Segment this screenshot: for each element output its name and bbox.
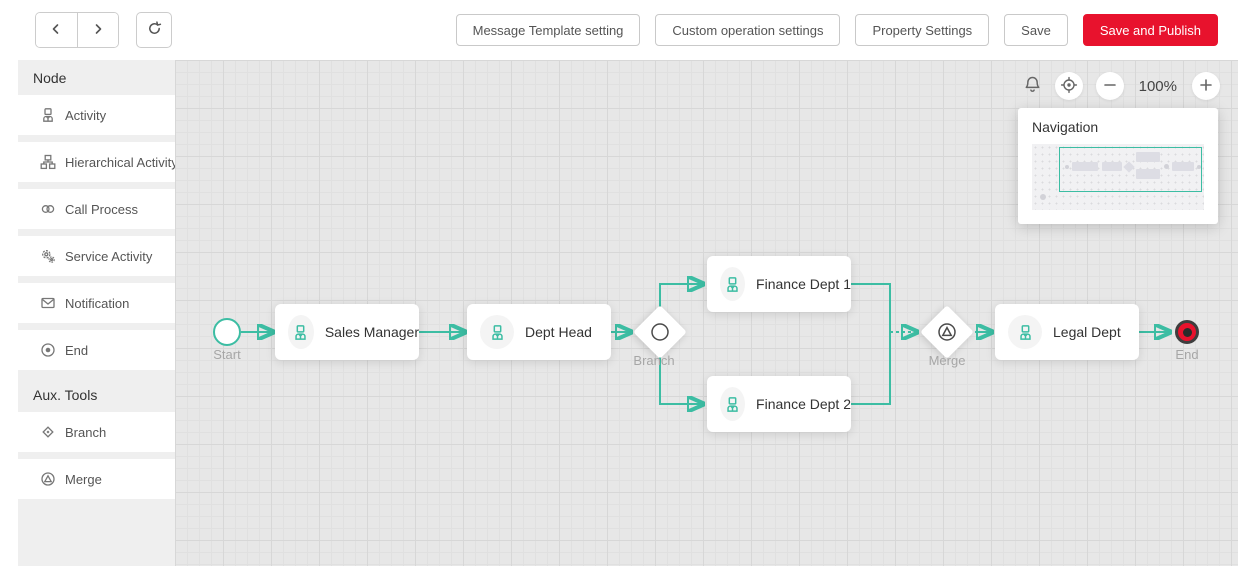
navigation-panel: Navigation (1018, 108, 1218, 224)
chevron-right-icon (90, 21, 106, 40)
custom-operation-settings-button[interactable]: Custom operation settings (655, 14, 841, 46)
palette-item-label: Activity (65, 107, 107, 123)
minimap-node (1136, 152, 1160, 162)
save-and-publish-button[interactable]: Save and Publish (1082, 14, 1218, 46)
node-end-label: End (1175, 347, 1199, 362)
node-start-label: Start (213, 347, 241, 362)
minimap-node (1102, 162, 1122, 171)
target-circle-icon (40, 342, 56, 358)
user-icon (1008, 315, 1042, 349)
envelope-icon (40, 295, 56, 311)
minimap-viewport[interactable] (1059, 147, 1202, 192)
palette-item-label: End (65, 342, 89, 358)
bell-icon (1023, 75, 1042, 97)
minimap-node (1164, 164, 1169, 169)
minimap-node (1172, 162, 1194, 171)
user-icon (720, 387, 746, 421)
palette-item-notification[interactable]: Notification (18, 283, 175, 323)
node-label: Finance Dept 2 (756, 396, 851, 412)
node-dept-head[interactable]: Dept Head (467, 304, 611, 360)
merge-circle-icon (40, 471, 56, 487)
refresh-icon (146, 20, 163, 40)
node-palette-sidebar: Node Activity Hierarchical Activity Call… (18, 60, 175, 566)
section-header-aux-tools: Aux. Tools (33, 387, 98, 403)
palette-item-label: Branch (65, 424, 107, 440)
node-branch-label: Branch (633, 353, 675, 368)
navigation-title: Navigation (1032, 119, 1099, 135)
node-label: Dept Head (525, 324, 592, 340)
minimap-node (1072, 162, 1098, 171)
palette-item-label: Service Activity (65, 248, 153, 264)
minimap[interactable] (1032, 144, 1204, 210)
refresh-button[interactable] (136, 12, 172, 48)
palette-item-label: Notification (65, 295, 130, 311)
user-icon (40, 107, 56, 123)
palette-item-activity[interactable]: Activity (18, 95, 175, 135)
canvas-controls: 100% (1023, 72, 1220, 100)
zoom-out-icon (1102, 77, 1118, 96)
user-icon (720, 267, 746, 301)
zoom-out-button[interactable] (1095, 72, 1124, 100)
palette-item-label: Hierarchical Activity (65, 154, 175, 170)
palette-item-end[interactable]: End (18, 330, 175, 370)
chevron-left-icon (48, 21, 64, 40)
palette-item-merge[interactable]: Merge (18, 459, 175, 499)
minimap-node (1065, 165, 1069, 169)
node-end[interactable] (1175, 320, 1199, 344)
node-label: Legal Dept (1053, 324, 1121, 340)
node-finance-dept-2[interactable]: Finance Dept 2 (707, 376, 851, 432)
history-nav-group (35, 12, 119, 48)
palette-item-branch[interactable]: Branch (18, 412, 175, 452)
workflow-edges (241, 60, 1238, 566)
property-settings-button[interactable]: Property Settings (855, 14, 990, 46)
node-finance-dept-1[interactable]: Finance Dept 1 (707, 256, 851, 312)
locate-icon (1060, 76, 1078, 97)
node-legal-dept[interactable]: Legal Dept (995, 304, 1139, 360)
palette-item-label: Merge (65, 471, 102, 487)
zoom-in-icon (1198, 77, 1214, 96)
node-label: Finance Dept 1 (756, 276, 851, 292)
node-start[interactable] (213, 318, 241, 346)
minimap-node (1136, 169, 1160, 179)
palette-item-call-process[interactable]: Call Process (18, 189, 175, 229)
top-toolbar: Message Template setting Custom operatio… (0, 0, 1250, 60)
save-button[interactable]: Save (1004, 14, 1068, 46)
diamond-icon (40, 424, 56, 440)
palette-item-service-activity[interactable]: Service Activity (18, 236, 175, 276)
notifications-button[interactable] (1023, 75, 1042, 97)
user-icon (480, 315, 514, 349)
org-chart-icon (40, 154, 56, 170)
section-header-node: Node (33, 70, 67, 86)
user-icon (288, 315, 314, 349)
forward-button[interactable] (76, 13, 118, 47)
workflow-canvas[interactable]: Start Sales Manager Dept Head Branch F (175, 60, 1238, 566)
zoom-level: 100% (1138, 77, 1177, 95)
palette-item-label: Call Process (65, 201, 138, 217)
chain-link-icon (40, 201, 56, 217)
zoom-in-button[interactable] (1192, 72, 1220, 100)
gears-icon (40, 248, 56, 264)
locate-button[interactable] (1054, 72, 1083, 100)
node-label: Sales Manager (324, 324, 419, 340)
node-sales-manager[interactable]: Sales Manager (275, 304, 419, 360)
toolbar-actions: Message Template setting Custom operatio… (455, 14, 1250, 46)
back-button[interactable] (36, 13, 77, 47)
palette-item-hierarchical-activity[interactable]: Hierarchical Activity (18, 142, 175, 182)
minimap-node (1040, 194, 1046, 200)
node-merge-label: Merge (928, 353, 966, 368)
minimap-node (1197, 165, 1201, 169)
message-template-setting-button[interactable]: Message Template setting (455, 14, 641, 46)
